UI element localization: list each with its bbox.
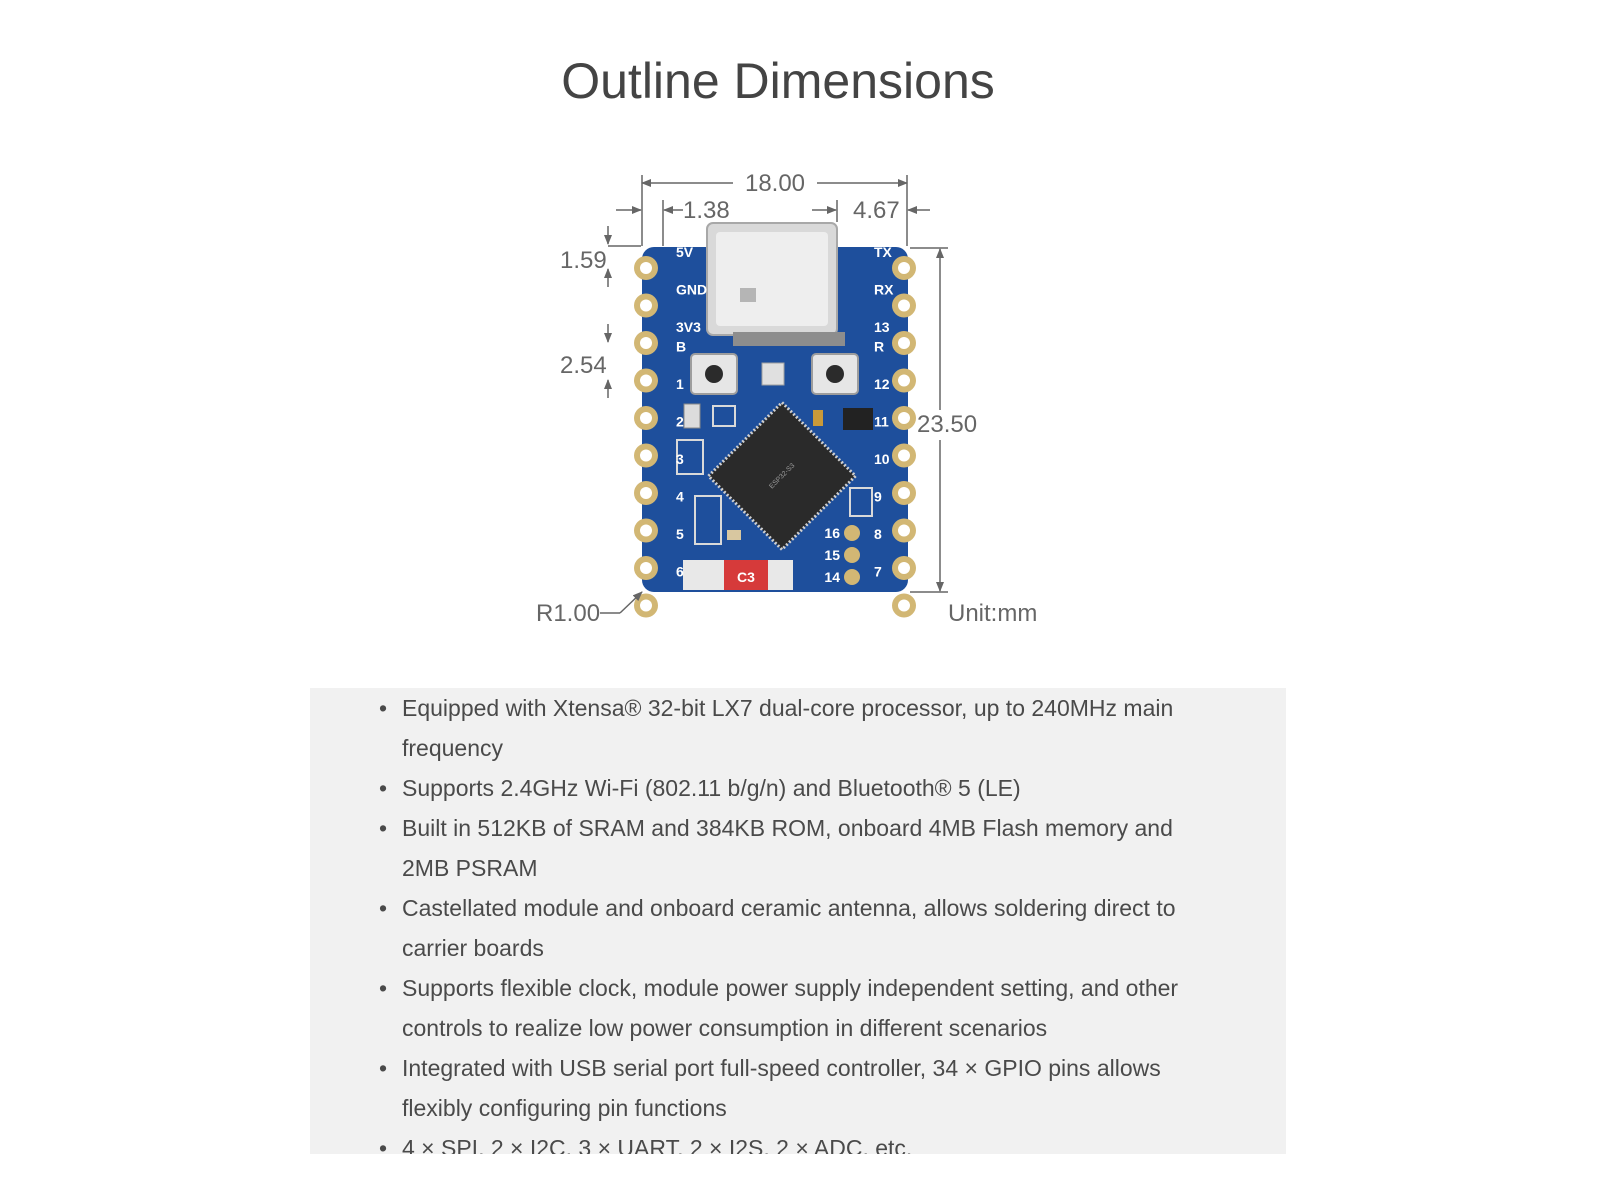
pin-label: 7 [874, 564, 882, 580]
pitch-dimension: 2.54 [560, 352, 607, 379]
page-title: Outline Dimensions [561, 53, 995, 109]
pin-label: 10 [874, 451, 890, 467]
right-pin-labels: TX RX 13R 12 11 10 9 8 7 [874, 244, 894, 580]
bottom-pin-labels: 16 15 14 [824, 525, 840, 585]
pin-label: 9 [874, 489, 882, 505]
features-panel: Equipped with Xtensa® 32-bit LX7 dual-co… [310, 688, 1286, 1154]
left-pad-hole [640, 299, 652, 312]
right-pad-hole [898, 449, 910, 462]
right-pad-hole [898, 337, 910, 349]
pin-label: 4 [676, 489, 684, 505]
height-dimension: 23.50 [917, 411, 977, 438]
pin-label: 3V3 [676, 319, 701, 335]
right-pad-hole [898, 262, 910, 274]
right-offset-dimension: 4.67 [853, 197, 900, 224]
pin-label: 6 [676, 564, 684, 580]
pin-label: 8 [874, 526, 882, 542]
dimension-lines [600, 175, 948, 614]
right-pads [892, 256, 916, 618]
top-offset-dimension: 1.59 [560, 247, 607, 274]
right-pad-hole [898, 487, 910, 499]
feature-item: Castellated module and onboard ceramic a… [379, 888, 1222, 968]
right-pad-hole [898, 562, 910, 574]
pin-label: 2 [676, 414, 684, 430]
pin-label: 11 [874, 414, 889, 430]
usb-c-connector [706, 222, 845, 346]
right-pad-hole [898, 412, 910, 424]
pin-label: 5 [676, 526, 684, 542]
left-pad-hole [640, 562, 652, 574]
ceramic-antenna: C3 [683, 560, 793, 590]
right-pad-hole [898, 299, 910, 312]
pin-label: 14 [824, 569, 840, 585]
feature-item: Integrated with USB serial port full-spe… [379, 1048, 1222, 1128]
radius-dimension: R1.00 [536, 600, 600, 627]
left-pad-hole [640, 599, 652, 612]
pin-label: 13 [874, 319, 890, 335]
pin-label: 12 [874, 376, 890, 392]
left-pad-hole [640, 524, 652, 537]
pin-label: 15 [824, 547, 840, 563]
pin-label: GND [676, 282, 707, 298]
unit-label: Unit:mm [948, 600, 1037, 627]
feature-item: Supports flexible clock, module power su… [379, 968, 1222, 1048]
pin-label: 3 [676, 451, 684, 467]
esp32-chip: ESP32-S3 [706, 400, 858, 552]
feature-list: Equipped with Xtensa® 32-bit LX7 dual-co… [310, 688, 1286, 1154]
pin-label: RX [874, 282, 894, 298]
left-pad-hole [640, 262, 652, 274]
left-pad-hole [640, 487, 652, 499]
left-offset-dimension: 1.38 [683, 197, 730, 224]
boot-button [690, 353, 738, 395]
left-pad-hole [640, 449, 652, 462]
feature-item: Built in 512KB of SRAM and 384KB ROM, on… [379, 808, 1222, 888]
left-pads [634, 256, 658, 618]
pin-label: TX [874, 244, 893, 260]
feature-item: Equipped with Xtensa® 32-bit LX7 dual-co… [379, 688, 1222, 768]
width-dimension: 18.00 [745, 170, 805, 197]
pin-label: 1 [676, 376, 684, 392]
pin-label: R [874, 339, 884, 355]
right-pad-hole [898, 524, 910, 537]
antenna-label: C3 [737, 569, 755, 585]
feature-item: Supports 2.4GHz Wi-Fi (802.11 b/g/n) and… [379, 768, 1222, 808]
right-pad-hole [898, 374, 910, 387]
feature-item: 4 × SPI, 2 × I2C, 3 × UART, 2 × I2S, 2 ×… [379, 1128, 1222, 1154]
left-pad-hole [640, 337, 652, 349]
reset-button [811, 353, 859, 395]
right-pad-hole [898, 599, 910, 612]
pin-label: 5V [676, 244, 694, 260]
rgb-led [761, 362, 785, 386]
left-pad-hole [640, 374, 652, 387]
pin-label: B [676, 339, 686, 355]
pin-label: 16 [824, 525, 840, 541]
left-pad-hole [640, 412, 652, 424]
